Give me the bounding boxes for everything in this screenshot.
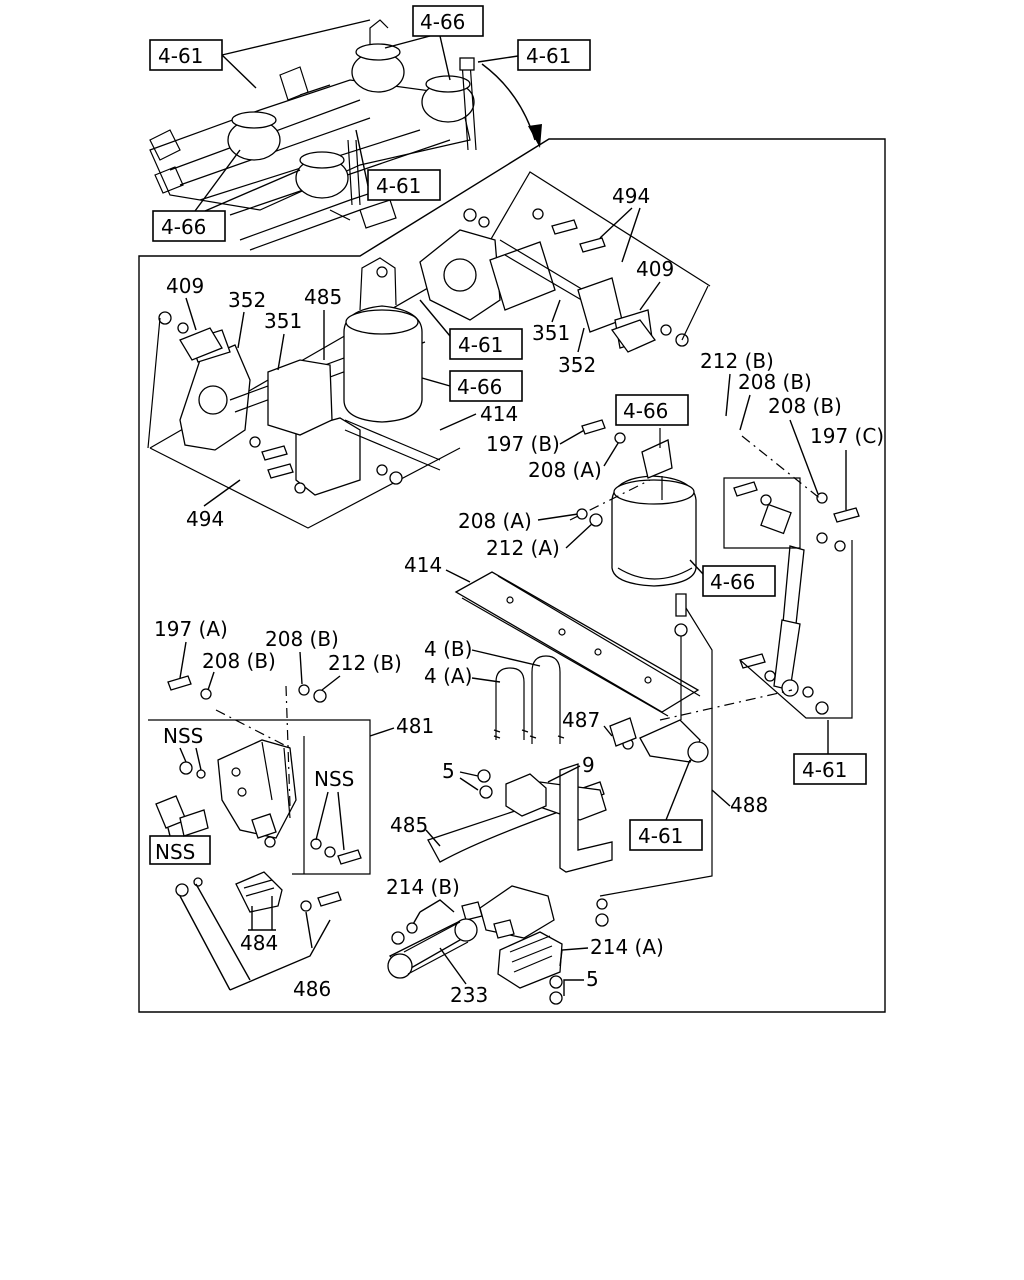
overview-air-spring-2 (421, 75, 475, 123)
label-494-bottom: 494 (186, 507, 224, 531)
torque-bar-233 (387, 918, 478, 979)
label-212B-right: 212 (B) (700, 349, 774, 373)
callout-4-66-a: 4-66 (420, 10, 465, 34)
label-485-lower: 485 (390, 813, 428, 837)
callout-4-61-b: 4-61 (526, 44, 571, 68)
overview-assembly (149, 19, 477, 251)
overview-air-spring-1 (351, 19, 405, 93)
label-485-upper: 485 (304, 285, 342, 309)
label-197A: 197 (A) (154, 617, 228, 641)
callout-4-66-c: 4-66 (457, 375, 502, 399)
callout-box-4-66-a (412, 5, 484, 37)
label-214B: 214 (B) (386, 875, 460, 899)
label-208B-left-b: 208 (B) (265, 627, 339, 651)
callout-4-61-e: 4-61 (802, 758, 847, 782)
callout-box-4-66-d (615, 394, 689, 426)
centerline-481 (215, 709, 291, 749)
label-233: 233 (450, 983, 488, 1007)
label-352-right: 352 (558, 353, 596, 377)
callout-box-4-66-b (152, 210, 226, 242)
label-nss-2: NSS (314, 767, 354, 791)
callout-box-4-61-c (367, 169, 441, 201)
upper-axle-assembly (147, 171, 711, 529)
bracket-481-frame (148, 719, 371, 875)
overview-air-spring-4 (295, 151, 349, 199)
callout-4-61-c: 4-61 (376, 174, 421, 198)
zoom-arrowhead (528, 124, 542, 148)
label-208B-right-b: 208 (B) (768, 394, 842, 418)
overview-air-spring-3 (227, 111, 281, 161)
label-208B-right-a: 208 (B) (738, 370, 812, 394)
label-197C: 197 (C) (810, 424, 884, 448)
label-214A: 214 (A) (590, 935, 664, 959)
label-5-lower: 5 (586, 967, 599, 991)
callout-box-4-66-c (449, 370, 523, 402)
label-197B: 197 (B) (486, 432, 560, 456)
label-414-upper: 414 (480, 402, 518, 426)
callout-box-4-66-e (702, 565, 776, 597)
callout-4-61-d: 4-61 (458, 333, 503, 357)
callout-4-66-d: 4-66 (623, 399, 668, 423)
label-208A-lower: 208 (A) (458, 509, 532, 533)
callout-4-61-a: 4-61 (158, 44, 203, 68)
label-212B-left: 212 (B) (328, 651, 402, 675)
label-494-top: 494 (612, 184, 650, 208)
label-481: 481 (396, 714, 434, 738)
callout-box-4-61-e (793, 753, 867, 785)
label-409-right: 409 (636, 257, 674, 281)
zoom-arrow (481, 63, 536, 141)
callout-4-61-f: 4-61 (638, 824, 683, 848)
detail-frame (138, 138, 886, 1013)
callout-4-66-e: 4-66 (710, 570, 755, 594)
centerline-shock (741, 435, 823, 501)
u-bolts (493, 655, 565, 744)
callout-box-4-61-f (629, 819, 703, 851)
label-4B: 4 (B) (424, 637, 472, 661)
label-351-right: 351 (532, 321, 570, 345)
label-nss-3: NSS (155, 840, 195, 864)
bushing-nss (155, 795, 209, 837)
callout-box-4-61-b (517, 39, 591, 71)
bracket-481 (217, 739, 297, 848)
label-414-lower: 414 (404, 553, 442, 577)
label-409-left: 409 (166, 274, 204, 298)
shock-absorber (723, 477, 860, 719)
label-4A: 4 (A) (424, 664, 472, 688)
upper-air-spring (343, 257, 423, 423)
label-351-left: 351 (264, 309, 302, 333)
label-208A-upper: 208 (A) (528, 458, 602, 482)
rail-414 (454, 571, 701, 717)
label-487: 487 (562, 708, 600, 732)
nss-box (149, 835, 211, 865)
spring-seat-9 (505, 773, 547, 817)
label-208B-left-a: 208 (B) (202, 649, 276, 673)
label-484: 484 (240, 931, 278, 955)
label-nss-1: NSS (163, 724, 203, 748)
label-9: 9 (582, 753, 595, 777)
callout-4-66-b: 4-66 (161, 215, 206, 239)
label-488: 488 (730, 793, 768, 817)
label-486: 486 (293, 977, 331, 1001)
label-212A: 212 (A) (486, 536, 560, 560)
label-5-upper: 5 (442, 759, 455, 783)
callout-box-4-61-d (449, 328, 523, 360)
centerline-spring (569, 479, 651, 521)
label-352-left: 352 (228, 288, 266, 312)
right-air-spring (611, 414, 697, 587)
